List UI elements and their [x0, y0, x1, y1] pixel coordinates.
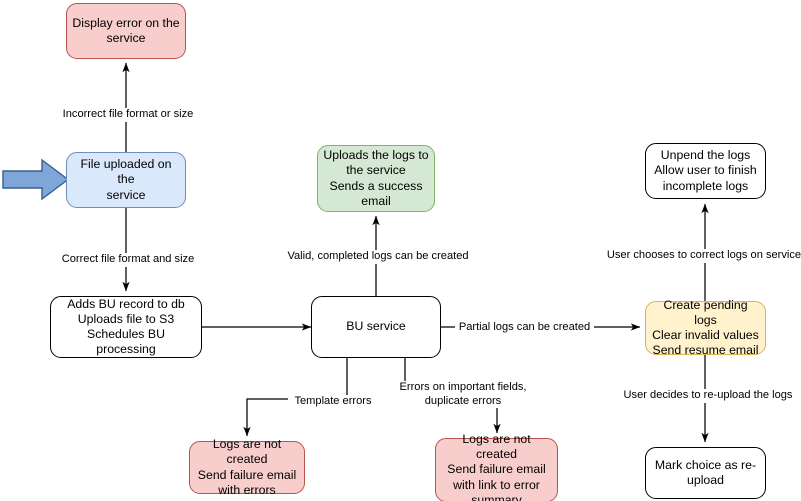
edge-label-partial-logs: Partial logs can be created — [455, 321, 594, 335]
node-bu-service[interactable]: BU service — [311, 296, 441, 358]
node-unpend-logs[interactable]: Unpend the logs Allow user to finish inc… — [645, 143, 766, 199]
node-display-error[interactable]: Display error on the service — [66, 3, 186, 59]
node-adds-bu-record-label: Adds BU record to db Uploads file to S3 … — [67, 296, 185, 357]
node-logs-not-created-summary[interactable]: Logs are not created Send failure email … — [435, 432, 558, 501]
node-logs-not-created-summary-label: Logs are not created Send failure email … — [447, 432, 546, 501]
node-create-pending-logs[interactable]: Create pending logs Clear invalid values… — [645, 298, 766, 357]
edge-label-template-errors: Template errors — [288, 395, 378, 409]
node-mark-reupload[interactable]: Mark choice as re- upload — [645, 447, 766, 499]
edge-label-incorrect-format: Incorrect file format or size — [56, 108, 200, 122]
edge-label-valid-logs: Valid, completed logs can be created — [281, 250, 475, 264]
node-logs-not-created-errors-label: Logs are not created Send failure email … — [197, 437, 297, 497]
node-uploads-logs[interactable]: Uploads the logs to the service Sends a … — [317, 145, 435, 212]
node-adds-bu-record[interactable]: Adds BU record to db Uploads file to S3 … — [50, 296, 202, 358]
node-create-pending-logs-label: Create pending logs Clear invalid values… — [652, 297, 759, 358]
node-mark-reupload-label: Mark choice as re- upload — [654, 457, 757, 487]
entry-block-arrow — [2, 158, 70, 201]
node-display-error-label: Display error on the service — [72, 15, 180, 45]
node-bu-service-label: BU service — [346, 319, 406, 334]
node-file-uploaded-label: File uploaded on the service — [80, 157, 172, 202]
edge-label-decides-reupload: User decides to re-upload the logs — [613, 389, 801, 403]
node-unpend-logs-label: Unpend the logs Allow user to finish inc… — [654, 148, 757, 193]
node-uploads-logs-label: Uploads the logs to the service Sends a … — [323, 148, 429, 208]
edge-label-important-errors: Errors on important fields, duplicate er… — [390, 381, 536, 409]
node-file-uploaded[interactable]: File uploaded on the service — [66, 152, 186, 208]
node-logs-not-created-errors[interactable]: Logs are not created Send failure email … — [189, 437, 305, 497]
edge-label-correct-format: Correct file format and size — [56, 253, 200, 267]
edge-label-correct-on-service: User chooses to correct logs on service — [603, 249, 801, 263]
